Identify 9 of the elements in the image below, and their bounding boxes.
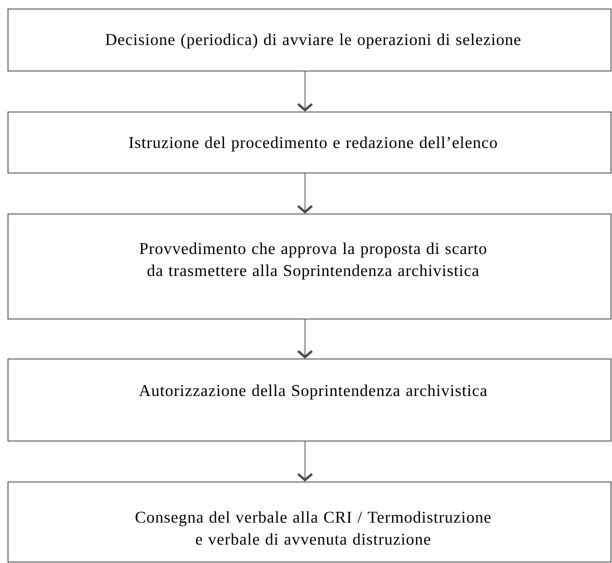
process-box: Autorizzazione della Soprintendenza archivistica (8, 358, 612, 442)
arrow (297, 71, 313, 112)
arrow (297, 173, 313, 214)
process-box: Decisione (periodica) di avviare le operazioni di selezione (8, 8, 612, 72)
arrow (297, 319, 313, 359)
process-box: Provvedimento che approva la proposta di scarto da trasmettere alla Soprintendenza archivistica (8, 214, 612, 320)
process-box: Istruzione del procedimento e redazione dell’elenco (8, 112, 612, 174)
arrow (297, 441, 313, 482)
process-box: Consegna del verbale alla CRI / Termodistruzione e verbale di avvenuta distruzione (8, 482, 612, 562)
